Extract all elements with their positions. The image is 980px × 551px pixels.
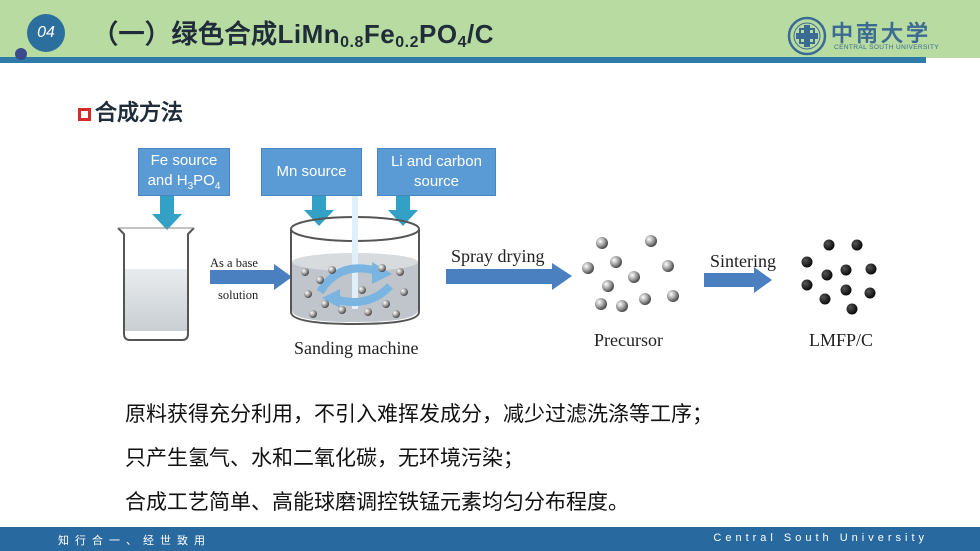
sanding-machine xyxy=(290,194,420,326)
precursor-label: Precursor xyxy=(594,330,663,350)
arrow1-bottom-label: solution xyxy=(218,288,259,302)
university-name-en: CENTRAL SOUTH UNIVERSITY xyxy=(834,44,940,51)
page-number-badge: 04 xyxy=(27,14,65,52)
footer-university: Central South University xyxy=(713,532,928,544)
bullet-line-1: 原料获得充分利用，不引入难挥发成分，减少过滤洗涤等工序； xyxy=(125,402,713,426)
section-heading: 合成方法 xyxy=(78,95,183,127)
process-diagram-graphics xyxy=(117,194,877,341)
university-name-cn: 中南大学 xyxy=(831,21,932,47)
decorative-dot xyxy=(15,48,27,60)
down-arrow-1 xyxy=(152,196,182,230)
bullet-line-2: 只产生氢气、水和二氧化碳，无环境污染； xyxy=(125,446,524,470)
mn-source-label: Mn source xyxy=(261,148,362,196)
page-title: （一）绿色合成LiMn0.8Fe0.2PO4/C xyxy=(92,19,494,51)
product-label: LMFP/C xyxy=(809,330,874,350)
square-bullet-icon xyxy=(78,108,91,121)
arrow-base-solution xyxy=(210,264,292,290)
bullet-line-3: 合成工艺简单、高能球磨调控铁锰元素均匀分布程度。 xyxy=(125,490,629,514)
sanding-machine-label: Sanding machine xyxy=(294,338,419,358)
spray-drying-label: Spray drying xyxy=(451,246,545,266)
sintering-label: Sintering xyxy=(710,251,776,271)
footer-motto: 知行合一、经世致用 xyxy=(58,535,211,547)
beaker xyxy=(117,227,195,341)
header-bar xyxy=(0,0,980,58)
arrow1-top-label: As a base xyxy=(210,256,258,270)
down-arrow-2 xyxy=(304,196,334,226)
university-emblem-icon xyxy=(787,16,827,56)
header-underline xyxy=(0,57,926,63)
university-logo: 中南大学 CENTRAL SOUTH UNIVERSITY xyxy=(787,16,940,56)
footer-bar: 知行合一、经世致用 Central South University xyxy=(0,527,980,551)
down-arrow-3 xyxy=(388,196,418,226)
arrow-sintering xyxy=(704,267,772,293)
product-particles xyxy=(801,239,877,315)
arrow-spray-drying xyxy=(446,263,572,290)
precursor-particles xyxy=(582,235,679,312)
